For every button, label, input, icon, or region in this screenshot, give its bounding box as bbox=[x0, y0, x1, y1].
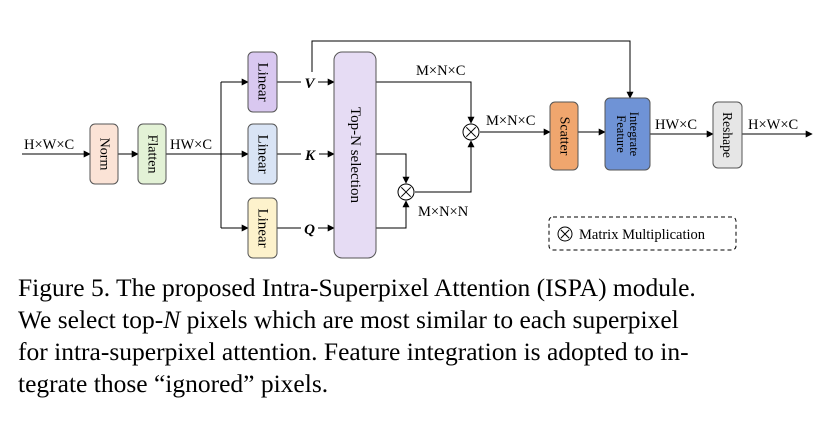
integrate-out-dims-label: HW×C bbox=[655, 117, 697, 133]
topn-label: Top-N selection bbox=[347, 107, 363, 204]
caption-line-3: for intra-superpixel attention. Feature … bbox=[18, 337, 689, 366]
output-dims-label: H×W×C bbox=[748, 117, 798, 133]
linear-k-label: Linear bbox=[255, 134, 271, 173]
flatten-dims-label: HW×C bbox=[170, 137, 212, 153]
linear-q-label: Linear bbox=[255, 208, 271, 247]
v-label: V bbox=[304, 76, 316, 92]
node-feature-integrate: Feature Integrate bbox=[604, 97, 651, 171]
edges bbox=[22, 40, 813, 232]
node-flatten: Flatten bbox=[137, 123, 167, 185]
topn-box bbox=[333, 51, 377, 259]
norm-box bbox=[89, 123, 119, 185]
v-out-dims-label: M×N×C bbox=[416, 63, 465, 79]
legend-box bbox=[548, 216, 737, 251]
legend-cross-b bbox=[560, 229, 570, 239]
ispa-diagram: Norm Flatten Linear Linear Linear Top-N … bbox=[22, 40, 813, 259]
caption-line-2a: We select top- bbox=[18, 305, 164, 334]
figure-caption: Figure 5. The proposed Intra-Superpixel … bbox=[18, 272, 826, 400]
flatten-label: Flatten bbox=[145, 135, 160, 174]
mult1-out-dims-label: M×N×C bbox=[486, 113, 535, 129]
node-topn: Top-N selection bbox=[333, 51, 377, 259]
edge-topn-k-mult2 bbox=[376, 153, 410, 184]
mult2-out-dims-label: M×N×N bbox=[418, 204, 469, 220]
caption-line-1: Figure 5. The proposed Intra-Superpixel … bbox=[18, 273, 696, 302]
caption-line-4: tegrate those “ignored” pixels. bbox=[18, 369, 329, 398]
node-norm: Norm bbox=[89, 123, 119, 185]
mult1-node bbox=[462, 123, 480, 141]
k-label: K bbox=[304, 148, 316, 164]
node-linear-q: Linear bbox=[247, 197, 278, 259]
legend: Matrix Multiplication bbox=[548, 216, 737, 251]
mult1-cross-b bbox=[465, 126, 477, 138]
edge-mult2-mult1 bbox=[415, 140, 475, 193]
scatter-label: Scatter bbox=[557, 117, 572, 156]
caption-line-2b: pixels which are most similar to each su… bbox=[180, 305, 679, 334]
q-label: Q bbox=[304, 222, 315, 238]
edge-topn-q-mult2 bbox=[376, 200, 410, 229]
edge-topn-v-mult1 bbox=[376, 81, 475, 124]
node-linear-v: Linear bbox=[247, 51, 278, 113]
node-linear-k: Linear bbox=[247, 123, 278, 185]
mult2-cross-b bbox=[400, 186, 412, 198]
linear-k-box bbox=[247, 123, 278, 185]
node-scatter: Scatter bbox=[549, 101, 579, 171]
input-dims-label: H×W×C bbox=[24, 137, 74, 153]
linear-v-box bbox=[247, 51, 278, 113]
linear-v-label: Linear bbox=[255, 62, 271, 101]
caption-line-2-n: N bbox=[163, 305, 181, 334]
norm-label: Norm bbox=[97, 138, 112, 171]
flatten-box bbox=[137, 123, 167, 185]
scatter-box bbox=[549, 101, 579, 171]
feature-label-line1: Feature bbox=[614, 115, 628, 153]
linear-q-box bbox=[247, 197, 278, 259]
feature-integrate-box bbox=[604, 97, 651, 171]
edge-v-skip-feature bbox=[311, 40, 634, 99]
node-reshape: Reshape bbox=[712, 101, 743, 169]
feature-label-line2: Integrate bbox=[627, 112, 641, 157]
mult2-node bbox=[397, 183, 415, 201]
legend-label: Matrix Multiplication bbox=[579, 227, 706, 243]
reshape-box bbox=[712, 101, 743, 169]
reshape-label: Reshape bbox=[720, 112, 735, 158]
